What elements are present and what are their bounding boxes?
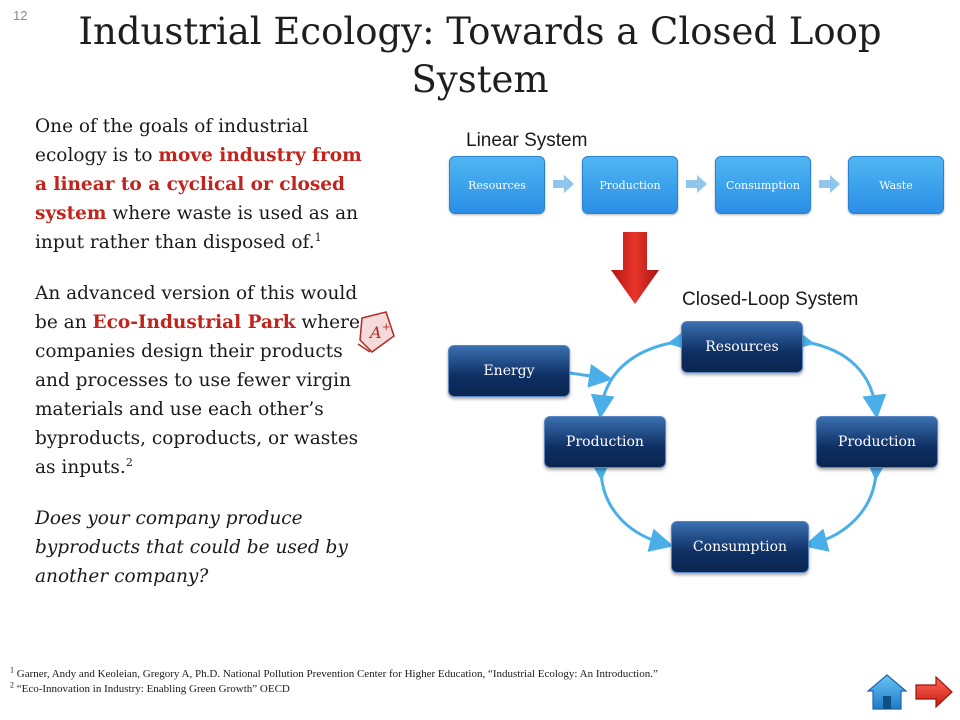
paragraph-3: Does your company produce byproducts tha… bbox=[35, 508, 348, 587]
footnote-2-text: “Eco-Innovation in Industry: Enabling Gr… bbox=[16, 683, 290, 695]
footnote-2-number: 2 bbox=[10, 680, 14, 690]
footnote-1-number: 1 bbox=[10, 665, 14, 675]
footnote-1: 1 Garner, Andy and Keoleian, Gregory A, … bbox=[10, 665, 810, 682]
p1-text-end: where waste is used as an input rather t… bbox=[35, 203, 359, 253]
home-icon[interactable] bbox=[866, 673, 908, 711]
footnote-2: 2 “Eco-Innovation in Industry: Enabling … bbox=[10, 680, 810, 697]
body-text: One of the goals of industrial ecology i… bbox=[35, 112, 380, 613]
p2-text-end: where companies design their products an… bbox=[35, 312, 360, 478]
closed-box-resources: Resources bbox=[681, 321, 803, 373]
closed-box-energy: Energy bbox=[448, 345, 570, 397]
closed-loop-label: Closed-Loop System bbox=[682, 289, 859, 310]
footnote-ref-1: 1 bbox=[314, 230, 322, 244]
paragraph-2: An advanced version of this would be an … bbox=[35, 279, 380, 482]
right-arrow-icon bbox=[686, 175, 707, 193]
paragraph-1: One of the goals of industrial ecology i… bbox=[35, 112, 380, 257]
svg-text:+: + bbox=[382, 322, 390, 333]
linear-box-production: Production bbox=[582, 156, 678, 214]
slide-title: Industrial Ecology: Towards a Closed Loo… bbox=[78, 10, 882, 101]
p1-highlight: move industry from a linear to a cyclica… bbox=[35, 145, 362, 224]
linear-box-consumption: Consumption bbox=[715, 156, 811, 214]
svg-text:A: A bbox=[368, 323, 382, 342]
slide-number: 12 bbox=[13, 8, 28, 23]
p2-text: An advanced version of this would be an bbox=[35, 283, 358, 333]
linear-system-label: Linear System bbox=[466, 130, 588, 151]
linear-box-resources: Resources bbox=[449, 156, 545, 214]
footnote-ref-2: 2 bbox=[125, 455, 133, 469]
next-arrow-icon[interactable] bbox=[914, 675, 954, 709]
down-arrow-icon bbox=[611, 232, 659, 304]
linear-box-waste: Waste bbox=[848, 156, 944, 214]
a-plus-stamp-icon: A + bbox=[357, 311, 395, 353]
closed-box-production-right: Production bbox=[816, 416, 938, 468]
p1-text: One of the goals of industrial ecology i… bbox=[35, 116, 309, 166]
closed-box-production-left: Production bbox=[544, 416, 666, 468]
right-arrow-icon bbox=[553, 175, 574, 193]
right-arrow-icon bbox=[819, 175, 840, 193]
closed-box-consumption: Consumption bbox=[671, 521, 809, 573]
footnotes: 1 Garner, Andy and Keoleian, Gregory A, … bbox=[10, 665, 810, 697]
p2-highlight: Eco-Industrial Park bbox=[92, 312, 296, 333]
footnote-1-text: Garner, Andy and Keoleian, Gregory A, Ph… bbox=[16, 668, 658, 680]
